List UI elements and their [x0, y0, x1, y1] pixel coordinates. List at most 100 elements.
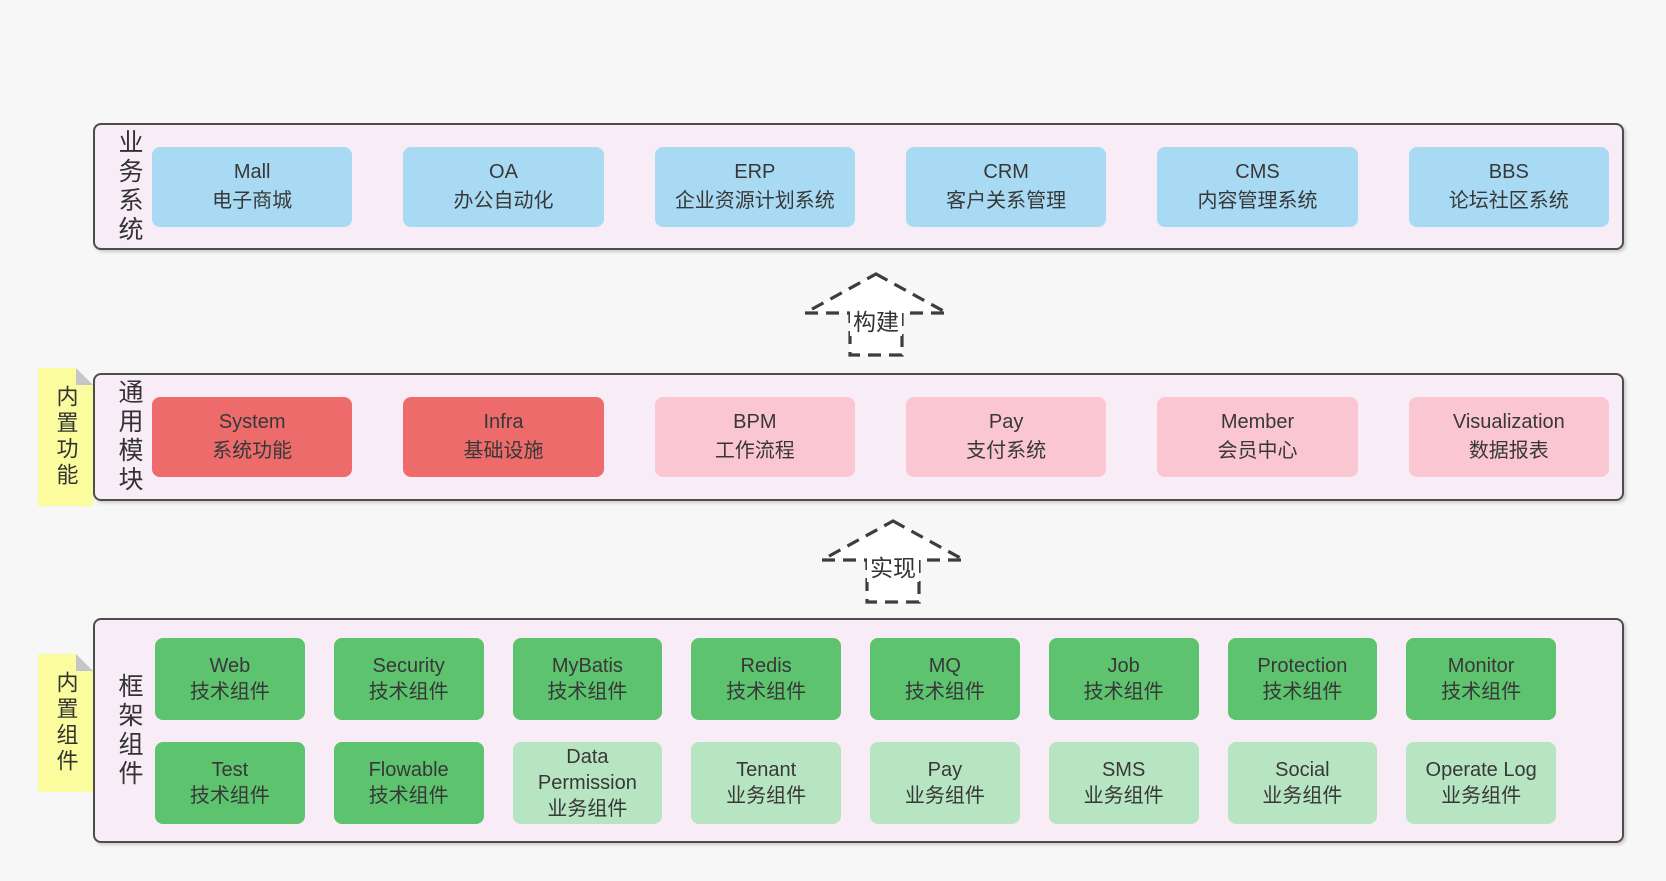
box-subtitle: 基础设施 — [463, 440, 544, 462]
box-pay-component: Pay 业务组件 — [870, 741, 1020, 824]
box-cms: CMS 内容管理系统 — [1157, 146, 1358, 227]
box-subtitle: 技术组件 — [368, 680, 449, 703]
box-title: Operate Log — [1425, 758, 1537, 781]
box-visualization: Visualization 数据报表 — [1408, 397, 1609, 477]
box-subtitle: 论坛社区系统 — [1448, 189, 1569, 212]
box-system: System 系统功能 — [152, 397, 353, 477]
box-title: SMS — [1101, 758, 1146, 781]
box-title: BPM — [733, 411, 777, 433]
box-subtitle: 客户关系管理 — [946, 189, 1067, 212]
box-subtitle: 支付系统 — [966, 440, 1047, 462]
box-subtitle: 技术组件 — [1262, 680, 1343, 703]
tier-business-label: 业务系统 — [115, 128, 143, 245]
box-title: Monitor — [1447, 654, 1515, 677]
box-security: Security 技术组件 — [333, 637, 484, 720]
box-title: Pay — [988, 411, 1024, 433]
box-subtitle: 技术组件 — [726, 680, 807, 703]
box-title: Tenant — [736, 758, 797, 781]
box-title: MQ — [928, 654, 961, 677]
box-member: Member 会员中心 — [1157, 397, 1358, 477]
box-title: Security — [372, 654, 445, 677]
box-bpm: BPM 工作流程 — [654, 397, 855, 477]
arrow-build-label: 构建 — [850, 308, 902, 336]
box-subtitle: 工作流程 — [714, 440, 795, 462]
box-subtitle: 电子商城 — [212, 189, 293, 212]
arrow-implement-label: 实现 — [867, 554, 919, 582]
box-subtitle: 技术组件 — [368, 784, 449, 807]
box-title: Member — [1220, 411, 1295, 433]
box-erp: ERP 企业资源计划系统 — [654, 146, 855, 227]
tier-framework-components: 框架组件 Web 技术组件 Security 技术组件 MyBatis 技术组件… — [93, 618, 1624, 843]
arrow-implement: 实现 — [812, 507, 982, 611]
box-tenant: Tenant 业务组件 — [691, 741, 841, 824]
box-subtitle: 业务组件 — [1441, 784, 1522, 807]
box-title: CRM — [983, 160, 1029, 183]
tier-common-modules: 通用模块 System 系统功能 Infra 基础设施 BPM 工作流程 Pay… — [93, 373, 1624, 501]
box-operate-log: Operate Log 业务组件 — [1406, 741, 1556, 824]
box-infra: Infra 基础设施 — [403, 397, 604, 477]
tier-modules-label: 通用模块 — [115, 379, 143, 495]
box-title: ERP — [734, 160, 776, 183]
box-subtitle: 业务组件 — [1083, 784, 1164, 807]
box-subtitle: 内容管理系统 — [1197, 189, 1318, 212]
box-flowable: Flowable 技术组件 — [333, 741, 484, 824]
box-redis: Redis 技术组件 — [691, 637, 841, 720]
box-title: Flowable — [368, 758, 449, 781]
tag-label: 内置功能 — [53, 385, 79, 489]
box-title: Mall — [233, 160, 271, 183]
box-bbs: BBS 论坛社区系统 — [1408, 146, 1609, 227]
sticky-tag-built-in-functions: 内置功能 — [38, 368, 93, 506]
box-subtitle: 业务组件 — [904, 784, 985, 807]
tier-framework-label: 框架组件 — [115, 672, 143, 789]
arrow-build: 构建 — [795, 260, 965, 364]
box-title: Social — [1275, 758, 1330, 781]
modules-boxes-grid: System 系统功能 Infra 基础设施 BPM 工作流程 Pay 支付系统… — [152, 397, 1609, 477]
box-title: Infra — [483, 411, 524, 433]
box-subtitle: 技术组件 — [547, 680, 628, 703]
box-subtitle: 会员中心 — [1217, 440, 1298, 462]
box-title: Web — [209, 654, 251, 677]
box-subtitle: 办公自动化 — [453, 189, 554, 212]
box-subtitle: 数据报表 — [1468, 440, 1549, 462]
box-oa: OA 办公自动化 — [403, 146, 604, 227]
box-title: Data Permission — [537, 745, 637, 794]
box-subtitle: 技术组件 — [189, 680, 270, 703]
box-mall: Mall 电子商城 — [152, 146, 353, 227]
box-subtitle: 系统功能 — [212, 440, 293, 462]
box-data-permission: Data Permission 业务组件 — [512, 741, 663, 824]
box-pay-module: Pay 支付系统 — [905, 397, 1107, 477]
box-protection: Protection 技术组件 — [1227, 637, 1378, 720]
box-subtitle: 技术组件 — [189, 784, 270, 807]
box-test: Test 技术组件 — [155, 741, 305, 824]
box-title: MyBatis — [551, 654, 623, 677]
box-subtitle: 业务组件 — [547, 797, 628, 820]
box-title: OA — [489, 160, 518, 183]
box-crm: CRM 客户关系管理 — [905, 146, 1107, 227]
box-web: Web 技术组件 — [155, 637, 305, 720]
box-subtitle: 技术组件 — [1441, 680, 1522, 703]
box-title: Protection — [1257, 654, 1348, 677]
box-title: Redis — [740, 654, 792, 677]
box-title: BBS — [1488, 160, 1529, 183]
business-boxes-grid: Mall 电子商城 OA 办公自动化 ERP 企业资源计划系统 CRM 客户关系… — [152, 146, 1609, 227]
box-subtitle: 技术组件 — [904, 680, 985, 703]
box-title: CMS — [1235, 160, 1280, 183]
box-subtitle: 业务组件 — [726, 784, 807, 807]
box-subtitle: 技术组件 — [1083, 680, 1164, 703]
tag-label: 内置组件 — [53, 671, 79, 775]
folded-corner-icon — [76, 654, 93, 671]
box-subtitle: 业务组件 — [1262, 784, 1343, 807]
box-social: Social 业务组件 — [1227, 741, 1378, 824]
box-mybatis: MyBatis 技术组件 — [512, 637, 663, 720]
box-title: System — [218, 411, 286, 433]
box-title: Visualization — [1452, 411, 1565, 433]
sticky-tag-built-in-components: 内置组件 — [38, 654, 93, 792]
folded-corner-icon — [76, 368, 93, 385]
box-subtitle: 企业资源计划系统 — [674, 189, 835, 212]
box-title: Job — [1107, 654, 1140, 677]
box-title: Test — [211, 758, 249, 781]
box-monitor: Monitor 技术组件 — [1406, 637, 1556, 720]
box-sms: SMS 业务组件 — [1048, 741, 1199, 824]
box-mq: MQ 技术组件 — [870, 637, 1020, 720]
box-title: Pay — [927, 758, 963, 781]
